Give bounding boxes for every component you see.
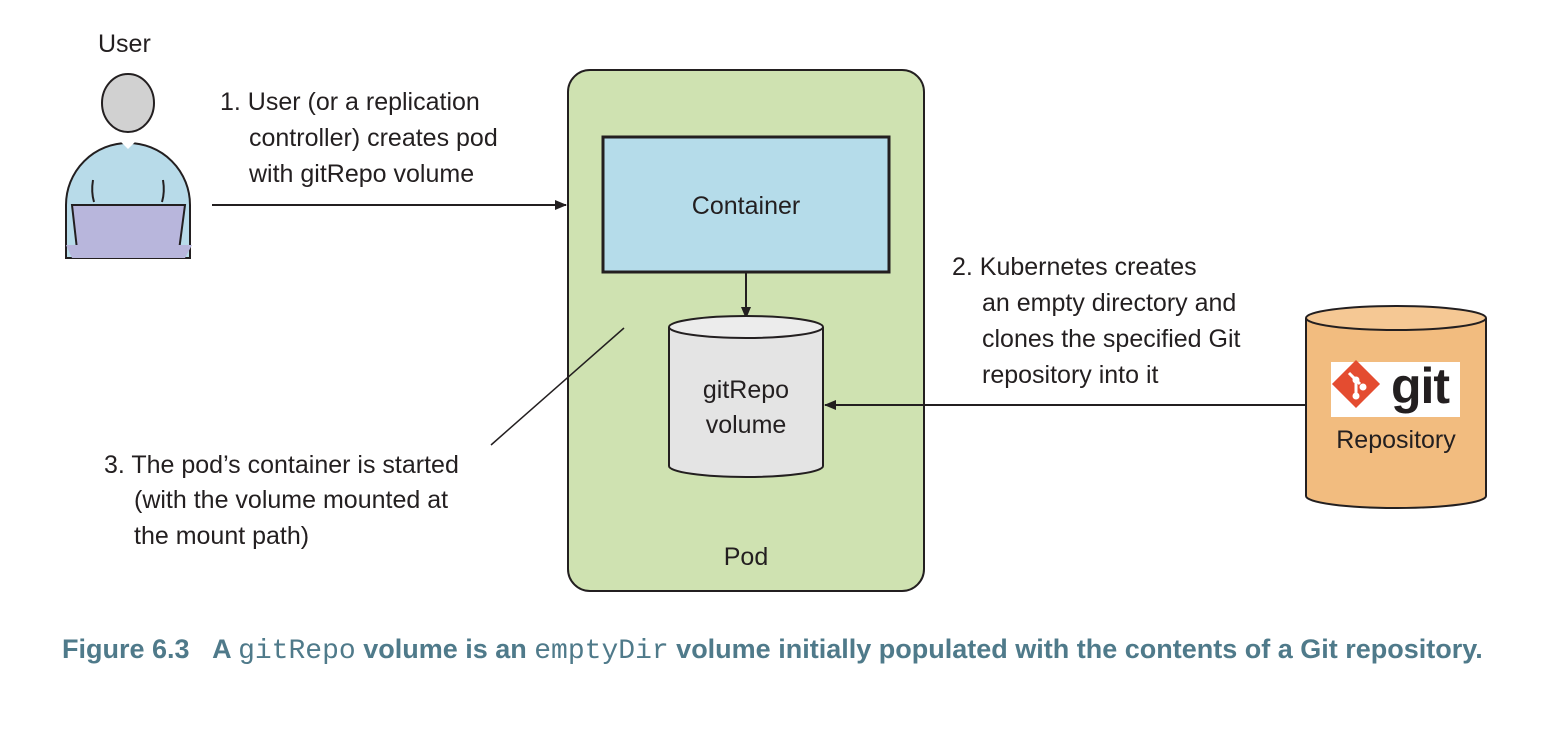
laptop-icon	[66, 204, 192, 259]
step1-line1: 1. User (or a replication	[220, 88, 480, 116]
caption-text-part3: volume initially populated with the cont…	[668, 634, 1483, 664]
caption-text-part1: A	[212, 634, 239, 664]
step2-line3: clones the specified Git	[982, 325, 1241, 353]
step3-line3: the mount path)	[134, 522, 310, 550]
repository-cylinder	[1305, 305, 1487, 509]
caption-text-part2: volume is an	[355, 634, 535, 664]
caption-code-emptydir: emptyDir	[534, 636, 669, 667]
step3-line2: (with the volume mounted at	[134, 486, 449, 514]
step2-line2: an empty directory and	[982, 289, 1237, 317]
step3-leader-line	[490, 327, 625, 446]
container-box	[601, 135, 891, 274]
caption-figure-number: Figure 6.3	[62, 634, 190, 664]
user-icon	[65, 73, 192, 259]
container-label: Container	[691, 192, 801, 220]
step2-line4: repository into it	[982, 361, 1159, 389]
step3-line1: 3. The pod’s container is started	[104, 451, 459, 479]
pod-label: Pod	[723, 543, 769, 571]
gitrepo-volume-cylinder	[668, 315, 824, 478]
git-logo-text: git	[1391, 358, 1450, 414]
step2-line1: 2. Kubernetes creates	[952, 253, 1197, 281]
user-label: User	[98, 30, 151, 58]
volume-label-line1: gitRepo	[702, 376, 790, 404]
figure-caption: Figure 6.3 A gitRepo volume is an emptyD…	[62, 628, 1502, 673]
repository-label: Repository	[1336, 426, 1456, 454]
volume-label-line2: volume	[705, 411, 787, 439]
step1-line2: controller) creates pod	[249, 124, 498, 152]
caption-code-gitrepo: gitRepo	[238, 636, 356, 667]
step1-line3: with gitRepo volume	[249, 160, 475, 188]
